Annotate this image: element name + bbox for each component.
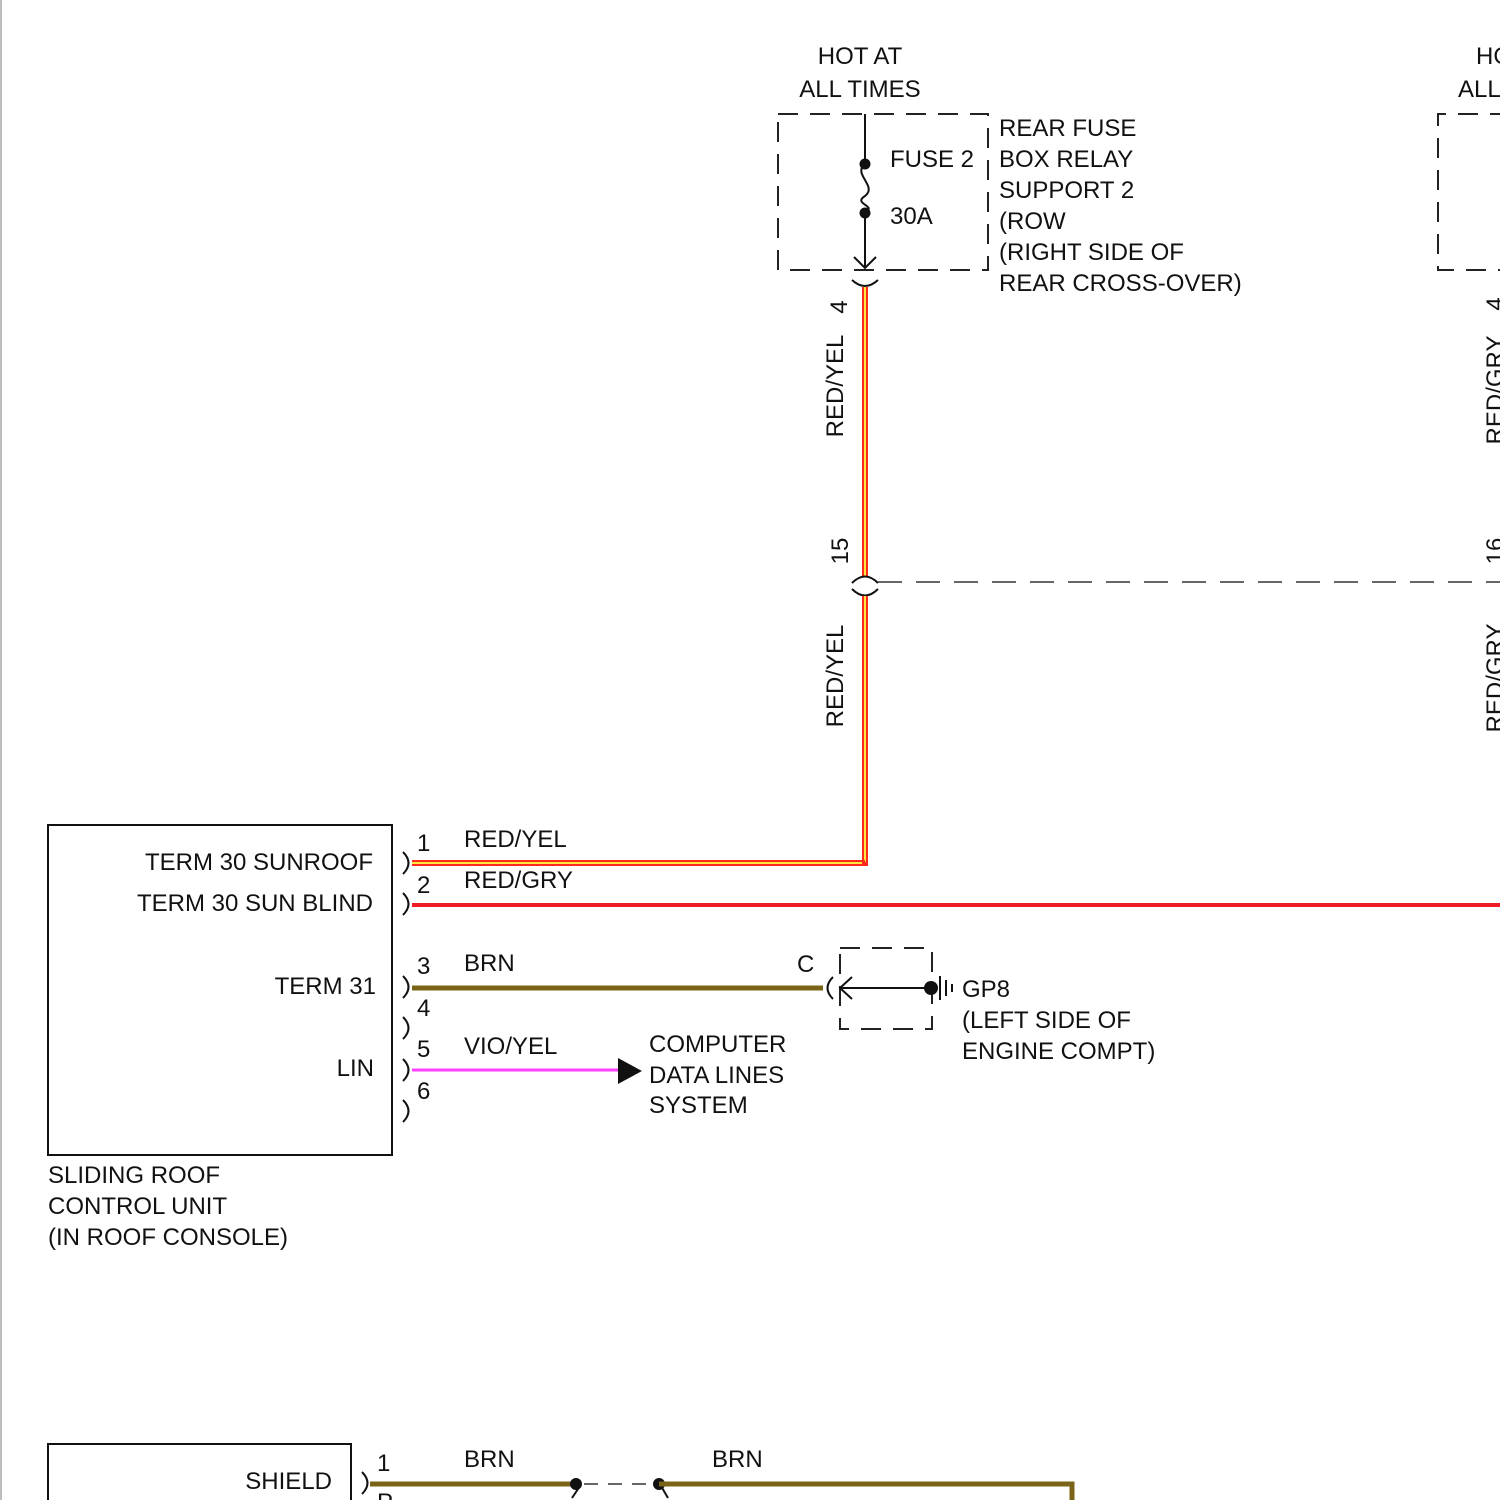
- control-unit-caption-3: (IN ROOF CONSOLE): [48, 1224, 288, 1251]
- cu-pin-6: 6: [417, 1078, 430, 1105]
- shield-wire-right: [659, 1484, 1072, 1500]
- shield-label: SHIELD: [245, 1468, 332, 1495]
- fuse-box-line2: BOX RELAY: [999, 146, 1133, 173]
- crossover-connector-top-icon: [852, 577, 878, 584]
- fuse-box-line6: REAR CROSS-OVER): [999, 270, 1242, 297]
- pin-4-label: 4: [826, 300, 853, 313]
- red-gry-lower-label: RED/GRY: [1482, 624, 1500, 733]
- fuse-box-outline: [778, 114, 988, 270]
- lin-label: LIN: [337, 1055, 374, 1082]
- pin-3-wire-label: BRN: [464, 950, 515, 977]
- cu-pin-1: 1: [417, 830, 430, 857]
- red-yel-lower-label: RED/YEL: [822, 625, 849, 728]
- term30-sunblind-label: TERM 30 SUN BLIND: [137, 890, 373, 917]
- all-times-label-2: ALL: [1458, 76, 1500, 103]
- cu-pin-3: 3: [417, 953, 430, 980]
- pin-15-label: 15: [827, 538, 854, 565]
- ground-name: GP8: [962, 976, 1010, 1003]
- shield-left-wire-label: BRN: [464, 1446, 515, 1473]
- data-lines-label-2: DATA LINES: [649, 1062, 784, 1089]
- data-lines-label-1: COMPUTER: [649, 1031, 786, 1058]
- lower-pin-1: 1: [377, 1450, 390, 1477]
- pin-4-connector-icon: [403, 1017, 409, 1039]
- red-yel-upper-label: RED/YEL: [822, 335, 849, 438]
- connector-female-icon: [852, 280, 878, 286]
- all-times-label: ALL TIMES: [799, 76, 920, 103]
- fuse-box-line1: REAR FUSE: [999, 115, 1136, 142]
- cu-pin-5: 5: [417, 1036, 430, 1063]
- pin-2-wire-label: RED/GRY: [464, 867, 573, 894]
- term30-sunroof-label: TERM 30 SUNROOF: [145, 849, 373, 876]
- fuse-box-line5: (RIGHT SIDE OF: [999, 239, 1184, 266]
- shield-splice-right-tail: [661, 1486, 668, 1498]
- pin-5-connector-icon: [403, 1059, 409, 1081]
- control-unit-caption-1: SLIDING ROOF: [48, 1162, 220, 1189]
- ground-location-2: ENGINE COMPT): [962, 1038, 1155, 1065]
- ground-splice-dot: [924, 981, 938, 995]
- fuse-label: FUSE 2: [890, 146, 974, 173]
- hot-at-label-2: HO: [1476, 43, 1500, 70]
- cu-pin-2: 2: [417, 872, 430, 899]
- pin-1-wire-label: RED/YEL: [464, 826, 567, 853]
- data-lines-label-3: SYSTEM: [649, 1092, 748, 1119]
- pin-1-connector-icon: [403, 852, 409, 874]
- crossover-connector-bottom-icon: [852, 589, 878, 596]
- pin-5-wire-label: VIO/YEL: [464, 1033, 557, 1060]
- lower-pin-1-connector-icon: [362, 1472, 368, 1494]
- shield-right-wire-label: BRN: [712, 1446, 763, 1473]
- fuse-rating: 30A: [890, 203, 933, 230]
- fuse-box-2-outline: [1438, 114, 1500, 270]
- control-unit-caption-2: CONTROL UNIT: [48, 1193, 227, 1220]
- pin-6-connector-icon: [403, 1100, 409, 1122]
- cu-pin-4: 4: [417, 995, 430, 1022]
- ground-connector-female-icon: [828, 977, 834, 999]
- ground-connector-letter: C: [797, 951, 814, 978]
- pin-4-label-2: 4: [1482, 297, 1500, 310]
- pin-3-connector-icon: [403, 976, 409, 998]
- lower-pin-2: P: [377, 1489, 393, 1500]
- fuse-box-line4: (ROW: [999, 208, 1066, 235]
- ground-location-1: (LEFT SIDE OF: [962, 1007, 1131, 1034]
- fuse-icon: [861, 164, 869, 212]
- shield-splice-left: [570, 1478, 582, 1490]
- hot-at-label: HOT AT: [818, 43, 903, 70]
- pin-16-label: 16: [1482, 538, 1500, 565]
- red-gry-upper-label: RED/GRY: [1482, 336, 1500, 445]
- fuse-box-line3: SUPPORT 2: [999, 177, 1134, 204]
- term31-label: TERM 31: [275, 973, 376, 1000]
- data-lines-arrow-icon: [618, 1058, 642, 1084]
- pin-2-connector-icon: [403, 893, 409, 915]
